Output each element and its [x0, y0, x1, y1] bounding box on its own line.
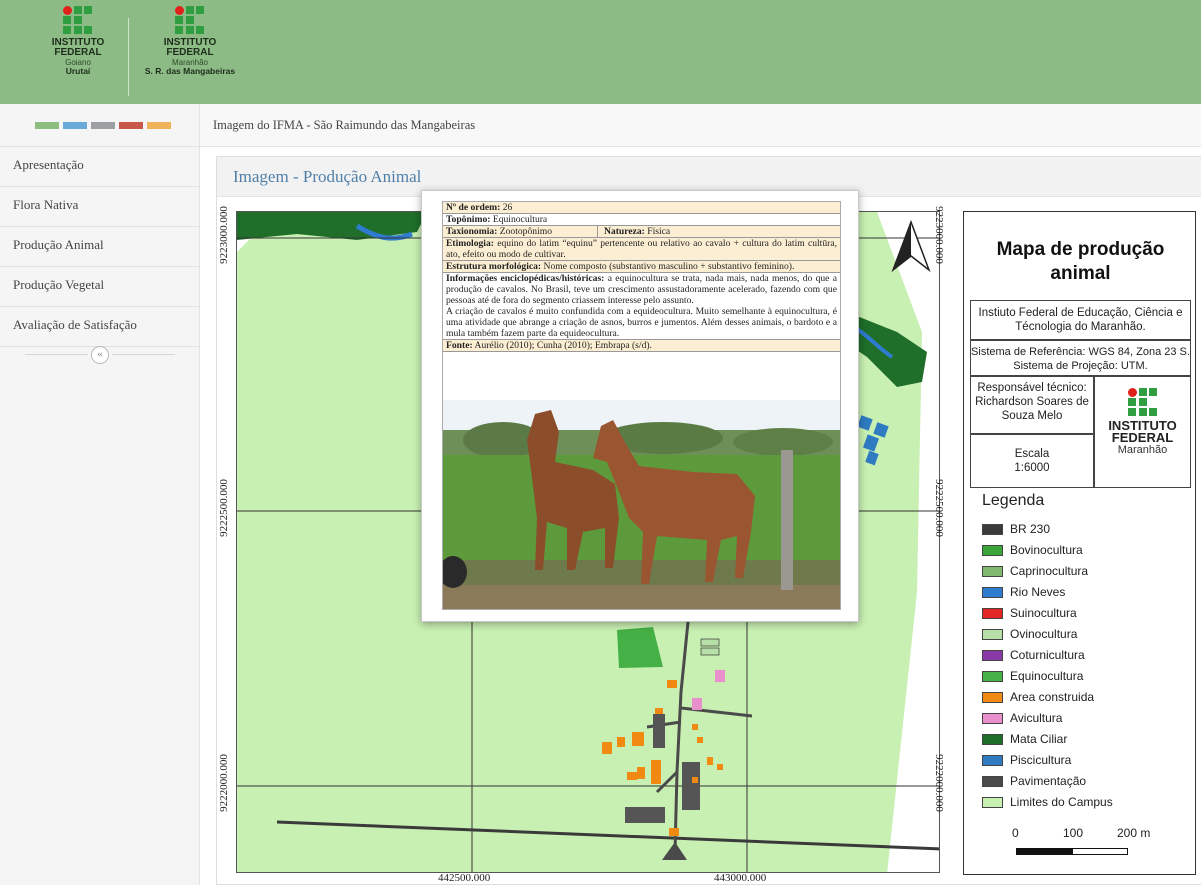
taxonomia-row: Taxionomia: Zootopônimo Natureza: Física	[443, 226, 840, 238]
fonte-row: Fonte: Aurélio (2010); Cunha (2010); Emb…	[443, 340, 840, 352]
coord-y-right-mid: 9222500.000	[932, 479, 945, 537]
breadcrumb: Imagem do IFMA - São Raimundo das Mangab…	[213, 118, 476, 132]
strip-red	[119, 122, 143, 129]
double-chevron-left-icon: «	[97, 348, 103, 360]
ifma-logo[interactable]: INSTITUTO FEDERAL Maranhão S. R. das Man…	[140, 6, 240, 76]
logo-line4: S. R. das Mangabeiras	[144, 66, 236, 76]
coord-x-left: 442500.000	[438, 872, 491, 884]
sidebar-item-label: Flora Nativa	[13, 197, 79, 212]
sidebar-item-label: Apresentação	[13, 157, 84, 172]
equinocultura-area	[617, 627, 663, 668]
sidebar-item-producao-animal[interactable]: Produção Animal	[0, 227, 200, 267]
strip-green	[35, 122, 59, 129]
breadcrumb-bar: Imagem do IFMA - São Raimundo das Mangab…	[200, 104, 1201, 147]
if-grid-icon	[175, 6, 205, 34]
scale-bar	[1016, 848, 1128, 855]
mata-ciliar-right	[845, 312, 927, 387]
sidebar-item-label: Produção Vegetal	[13, 277, 105, 292]
logo-line1: INSTITUTO	[163, 37, 217, 48]
sidebar-item-label: Produção Animal	[13, 237, 104, 252]
logo-line4: Urutaí	[65, 66, 91, 76]
toponimo-row: Topônimo: Equinocultura	[443, 214, 840, 226]
sidebar-item-avaliacao[interactable]: Avaliação de Satisfação	[0, 307, 200, 347]
map-title: Mapa de produção animal	[996, 239, 1165, 284]
coord-y-left-mid: 9222500.000	[217, 479, 230, 537]
coord-y-right-bot: 9222000.000	[932, 754, 945, 812]
legend-title: Legenda	[982, 492, 1045, 509]
coord-x-right: 443000.000	[714, 872, 767, 884]
info-popup[interactable]: Nº de ordem: 26 Topônimo: Equinocultura …	[421, 190, 859, 622]
responsible-box: Responsável técnico: Richardson Soares d…	[970, 376, 1094, 434]
institution-box: Instiuto Federal de Educação, Ciência e …	[970, 300, 1191, 340]
site-header: INSTITUTO FEDERAL Goiano Urutaí INSTITUT…	[0, 0, 1201, 104]
info-row: Informações enciclopédicas/históricas: a…	[443, 273, 840, 340]
sidebar-item-label: Avaliação de Satisfação	[13, 317, 137, 332]
logo-divider	[128, 18, 129, 96]
sidebar-collapse-button[interactable]: «	[91, 346, 109, 364]
mata-ciliar-top	[237, 212, 427, 240]
logo-line3: Maranhão	[171, 58, 209, 67]
ordem-row: Nº de ordem: 26	[443, 202, 840, 214]
ifgoiano-logo[interactable]: INSTITUTO FEDERAL Goiano Urutaí	[33, 6, 123, 76]
coord-y-right-top: 9223000.000	[932, 206, 945, 264]
logo-line2: FEDERAL	[166, 47, 214, 58]
coord-y-left-bot: 9222000.000	[217, 754, 230, 812]
sidebar: Apresentação Flora Nativa Produção Anima…	[0, 104, 200, 885]
logo-line2: FEDERAL	[54, 47, 102, 58]
reference-box: Sistema de Referência: WGS 84, Zona 23 S…	[970, 340, 1191, 376]
estrutura-row: Estrutura morfológica: Nome composto (su…	[443, 261, 840, 273]
sidebar-item-flora-nativa[interactable]: Flora Nativa	[0, 187, 200, 227]
color-strip	[35, 122, 171, 129]
horses-photo	[443, 400, 840, 609]
sidebar-item-producao-vegetal[interactable]: Produção Vegetal	[0, 267, 200, 307]
toponym-card: Nº de ordem: 26 Topônimo: Equinocultura …	[442, 201, 841, 610]
ifma-legend-logo: INSTITUTO FEDERAL Maranhão	[1094, 376, 1191, 488]
strip-blue	[63, 122, 87, 129]
logo-line3: Goiano	[65, 58, 91, 67]
scale-box: Escala 1:6000	[970, 434, 1094, 488]
if-grid-icon	[63, 6, 93, 34]
logo-line1: INSTITUTO	[51, 37, 105, 48]
etimologia-row: Etimologia: equino do latim “equinu” per…	[443, 238, 840, 261]
coord-y-left-top: 9223000.000	[217, 206, 230, 264]
sidebar-item-apresentacao[interactable]: Apresentação	[0, 147, 200, 187]
strip-gray	[91, 122, 115, 129]
strip-orange	[147, 122, 171, 129]
road-main	[673, 611, 691, 853]
map-legend-panel: Mapa de produção animal Instiuto Federal…	[963, 211, 1196, 875]
if-grid-icon	[1127, 388, 1158, 416]
